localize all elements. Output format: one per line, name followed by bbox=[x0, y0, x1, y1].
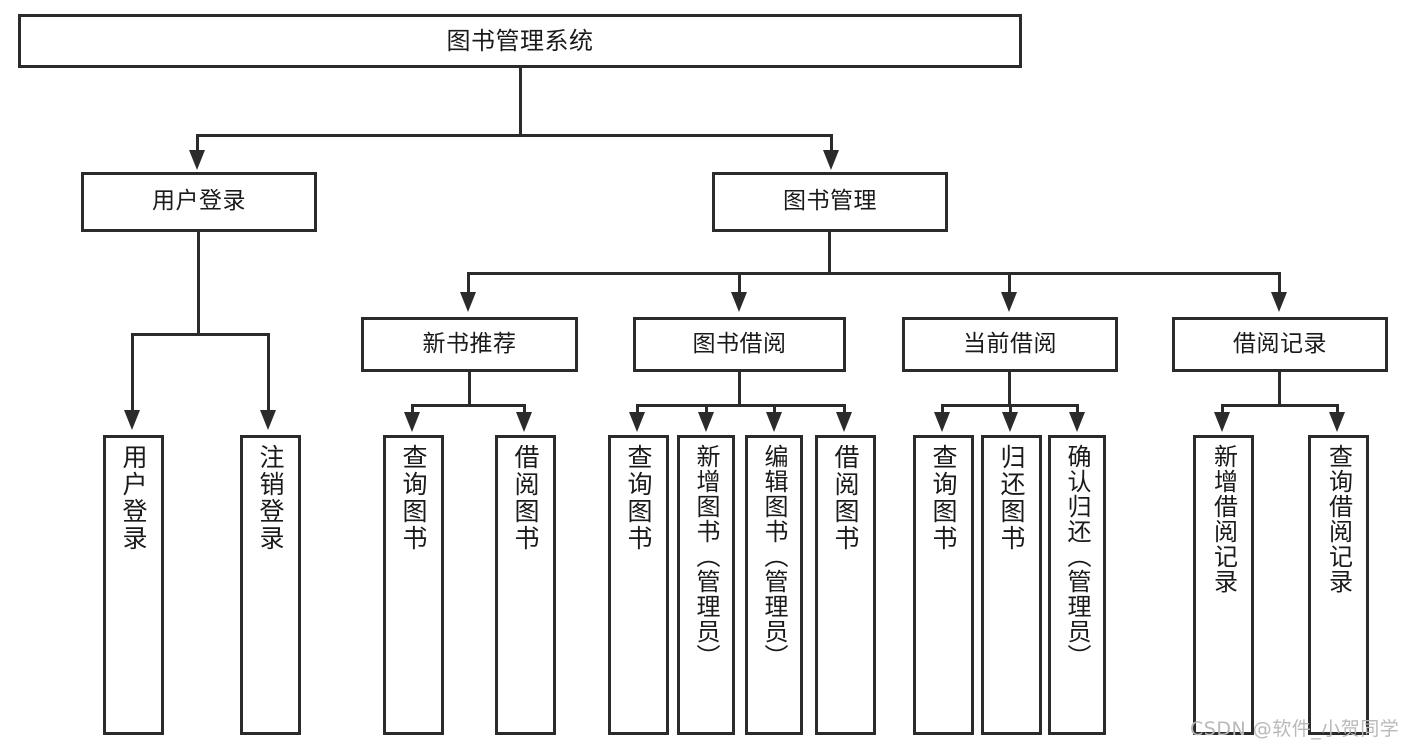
connector-new-book-drop-1 bbox=[411, 404, 414, 416]
leaf-user-login-logout[interactable]: 注销登录 bbox=[240, 435, 301, 735]
node-label: 用户登录 bbox=[119, 444, 148, 552]
arrow-to-new-book-recommend bbox=[460, 292, 476, 312]
node-label: 确认归还（管理员） bbox=[1063, 444, 1091, 669]
leaf-borrow-record-add[interactable]: 新增借阅记录 bbox=[1193, 435, 1254, 735]
connector-root-stem bbox=[519, 68, 522, 136]
node-label: 当前借阅 bbox=[963, 330, 1057, 357]
connector-borrow-record-drop-2 bbox=[1336, 404, 1339, 416]
node-label: 编辑图书（管理员） bbox=[760, 444, 788, 669]
connector-book-borrow-drop-1 bbox=[636, 404, 639, 416]
node-label: 借阅记录 bbox=[1233, 330, 1327, 357]
leaf-current-borrow-query[interactable]: 查询图书 bbox=[913, 435, 974, 735]
node-label: 借阅图书 bbox=[831, 444, 860, 552]
leaf-book-borrow-add[interactable]: 新增图书（管理员） bbox=[677, 435, 735, 735]
arrow-to-book-borrow bbox=[731, 292, 747, 312]
connector-book-manage-drop-2 bbox=[738, 272, 741, 298]
node-label: 用户登录 bbox=[152, 188, 246, 215]
arrow-root-to-user-login bbox=[189, 150, 205, 170]
connector-user-login-drop-1 bbox=[131, 333, 134, 415]
connector-borrow-record-drop-1 bbox=[1221, 404, 1224, 416]
node-label: 借阅图书 bbox=[511, 444, 540, 552]
leaf-new-book-borrow[interactable]: 借阅图书 bbox=[495, 435, 556, 735]
leaf-book-borrow-edit[interactable]: 编辑图书（管理员） bbox=[745, 435, 803, 735]
node-label: 查询图书 bbox=[624, 444, 653, 552]
arrow-book-borrow-leaf-2 bbox=[698, 412, 714, 432]
node-label: 归还图书 bbox=[997, 444, 1026, 552]
node-book-borrow[interactable]: 图书借阅 bbox=[633, 317, 846, 372]
arrow-book-borrow-leaf-1 bbox=[629, 412, 645, 432]
connector-book-borrow-drop-3 bbox=[773, 404, 776, 416]
leaf-new-book-query[interactable]: 查询图书 bbox=[383, 435, 444, 735]
connector-user-login-stem bbox=[197, 232, 200, 335]
node-label: 查询借阅记录 bbox=[1324, 444, 1353, 594]
node-label: 新增借阅记录 bbox=[1209, 444, 1238, 594]
arrow-current-borrow-leaf-1 bbox=[934, 412, 950, 432]
connector-root-to-user-login bbox=[196, 134, 199, 156]
connector-book-manage-bar bbox=[467, 272, 1281, 275]
leaf-current-borrow-return[interactable]: 归还图书 bbox=[981, 435, 1042, 735]
csdn-watermark: CSDN @软件_小贺同学 bbox=[1190, 718, 1400, 740]
arrow-new-book-leaf-1 bbox=[404, 412, 420, 432]
leaf-user-login-login[interactable]: 用户登录 bbox=[103, 435, 164, 735]
arrow-to-current-borrow bbox=[1001, 292, 1017, 312]
arrow-book-borrow-leaf-4 bbox=[836, 412, 852, 432]
connector-book-manage-stem bbox=[828, 232, 831, 274]
node-label: 图书管理 bbox=[783, 188, 877, 215]
node-book-management[interactable]: 图书管理 bbox=[712, 172, 948, 232]
node-user-login[interactable]: 用户登录 bbox=[81, 172, 317, 232]
connector-book-borrow-drop-4 bbox=[843, 404, 846, 416]
connector-root-bar bbox=[196, 134, 833, 137]
node-label: 查询图书 bbox=[929, 444, 958, 552]
connector-current-borrow-drop-3 bbox=[1076, 404, 1079, 416]
node-root-system[interactable]: 图书管理系统 bbox=[18, 14, 1022, 68]
connector-book-borrow-bar bbox=[636, 404, 846, 407]
node-label: 查询图书 bbox=[399, 444, 428, 552]
connector-current-borrow-drop-2 bbox=[1009, 404, 1012, 416]
leaf-current-borrow-confirm-return[interactable]: 确认归还（管理员） bbox=[1048, 435, 1106, 735]
connector-new-book-stem bbox=[468, 372, 471, 406]
connector-book-borrow-stem bbox=[738, 372, 741, 406]
node-label: 图书借阅 bbox=[692, 330, 787, 357]
arrow-borrow-record-leaf-2 bbox=[1329, 412, 1345, 432]
arrow-user-login-leaf-2 bbox=[260, 410, 276, 430]
arrow-new-book-leaf-2 bbox=[516, 412, 532, 432]
arrow-current-borrow-leaf-3 bbox=[1069, 412, 1085, 432]
connector-current-borrow-stem bbox=[1008, 372, 1011, 406]
node-borrow-record[interactable]: 借阅记录 bbox=[1172, 317, 1388, 372]
arrow-current-borrow-leaf-2 bbox=[1002, 412, 1018, 432]
arrow-to-borrow-record bbox=[1271, 292, 1287, 312]
connector-book-manage-drop-4 bbox=[1278, 272, 1281, 298]
connector-book-manage-drop-1 bbox=[467, 272, 470, 298]
node-label: 新增图书（管理员） bbox=[692, 444, 720, 669]
leaf-borrow-record-query[interactable]: 查询借阅记录 bbox=[1308, 435, 1369, 735]
connector-current-borrow-drop-1 bbox=[941, 404, 944, 416]
node-label: 图书管理系统 bbox=[446, 26, 594, 55]
arrow-book-borrow-leaf-3 bbox=[766, 412, 782, 432]
leaf-book-borrow-query[interactable]: 查询图书 bbox=[608, 435, 669, 735]
node-new-book-recommend[interactable]: 新书推荐 bbox=[361, 317, 578, 372]
connector-new-book-drop-2 bbox=[523, 404, 526, 416]
connector-book-borrow-drop-2 bbox=[705, 404, 708, 416]
leaf-book-borrow-borrow[interactable]: 借阅图书 bbox=[815, 435, 876, 735]
connector-borrow-record-stem bbox=[1278, 372, 1281, 406]
arrow-root-to-book-manage bbox=[823, 150, 839, 170]
node-label: 新书推荐 bbox=[422, 330, 517, 357]
arrow-user-login-leaf-1 bbox=[124, 410, 140, 430]
connector-new-book-bar bbox=[411, 404, 526, 407]
node-current-borrow[interactable]: 当前借阅 bbox=[902, 317, 1118, 372]
connector-book-manage-drop-3 bbox=[1008, 272, 1011, 298]
arrow-borrow-record-leaf-1 bbox=[1214, 412, 1230, 432]
connector-root-to-book-manage bbox=[830, 134, 833, 156]
connector-user-login-drop-2 bbox=[267, 333, 270, 415]
connector-user-login-bar bbox=[131, 333, 269, 336]
node-label: 注销登录 bbox=[256, 444, 285, 552]
connector-borrow-record-bar bbox=[1221, 404, 1339, 407]
